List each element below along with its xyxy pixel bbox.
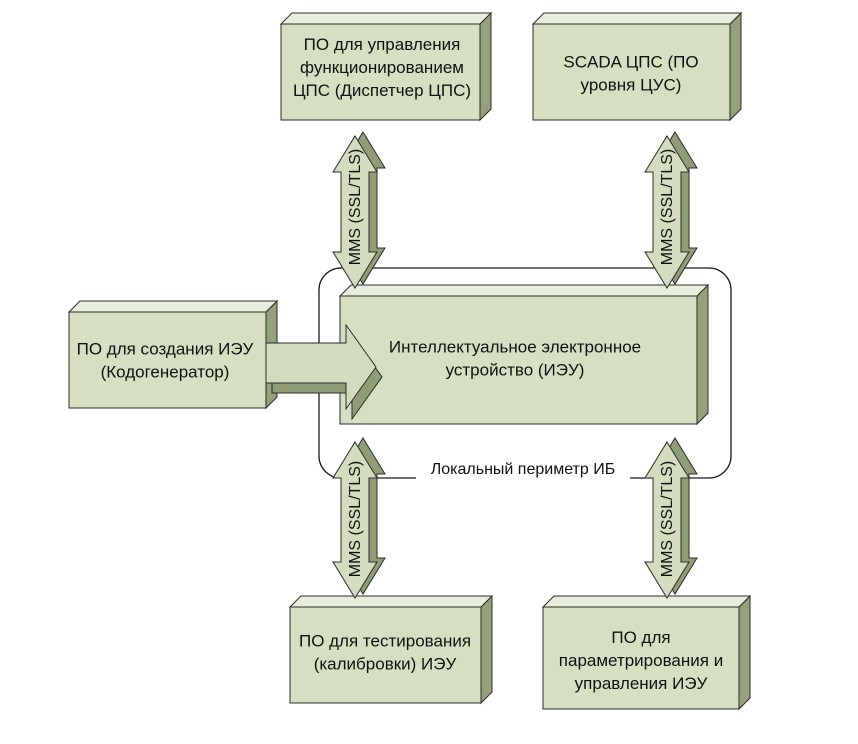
box-center-text: Интеллектуальное электронное устройство (… [389,338,641,380]
box-top-right-face [532,23,731,121]
box-bottom-left [288,594,494,705]
arrow-top-right [644,131,698,289]
box-text-line: ПО для создания ИЭУ [77,340,254,359]
box-text-line: ЦПС (Диспетчер ЦПС) [293,81,471,100]
arrow-top-left-label: MMS (SSL/TLS) [347,149,364,265]
box-top-right [531,11,743,122]
box-bottom-right-side [738,594,751,711]
box-top-left-top [279,12,493,25]
box-bottom-right-top [541,595,752,608]
perimeter-label-background [416,456,630,482]
box-text-line: (калибровки) ИЭУ [314,655,457,674]
box-bottom-right-text: ПО для параметрирования и управления ИЭУ [559,628,723,693]
perimeter-label: Локальный периметр ИБ [431,461,615,478]
arrow-bottom-left-face [332,441,378,599]
box-center [338,283,710,426]
box-center-face [339,295,698,425]
box-text-line: функционированием [300,58,464,77]
box-text-line: устройство (ИЭУ) [446,361,585,380]
box-bottom-right-face [542,606,740,710]
arrow-bottom-right [644,437,698,599]
box-bottom-left-text: ПО для тестирования (калибровки) ИЭУ [299,632,471,674]
box-bottom-left-top [288,595,494,608]
box-left-top [67,300,279,313]
arrow-top-right-label: MMS (SSL/TLS) [659,149,676,265]
arrow-left-to-center [265,323,383,421]
box-bottom-right [541,594,752,711]
arrow-bottom-right-label: MMS (SSL/TLS) [659,461,676,577]
box-left-text: ПО для создания ИЭУ (Кодогенератор) [77,340,254,382]
arrow-bottom-left [332,437,386,599]
box-text-line: SCADA ЦПС (ПО [563,53,698,72]
box-left [67,299,279,410]
box-text-line: параметрирования и [559,651,723,670]
box-top-left [279,11,493,122]
box-top-left-side [479,11,492,122]
arrow-top-left-face [332,135,378,289]
arrow-bottom-right-face [644,441,690,599]
arrow-left-to-center-face [265,323,377,411]
box-top-left-face [280,23,481,121]
box-top-right-top [531,12,743,25]
box-text-line: управления ИЭУ [575,674,708,693]
box-text-line: Интеллектуальное электронное [389,338,641,357]
box-center-side [696,283,709,426]
box-bottom-left-face [289,606,482,704]
box-text-line: ПО для [611,628,670,647]
box-top-right-text: SCADA ЦПС (ПО уровня ЦУС) [563,53,698,95]
box-bottom-left-side [480,594,493,705]
box-text-line: уровня ЦУС) [581,76,682,95]
box-text-line: (Кодогенератор) [101,363,230,382]
arrow-top-right-face [644,135,690,289]
arrow-bottom-left-label: MMS (SSL/TLS) [347,461,364,577]
box-top-right-side [729,11,742,122]
box-text-line: ПО для тестирования [299,632,471,651]
box-text-line: ПО для управления [304,35,461,54]
box-center-top [338,284,710,297]
arrow-top-left [332,131,386,289]
box-left-face [68,311,267,409]
